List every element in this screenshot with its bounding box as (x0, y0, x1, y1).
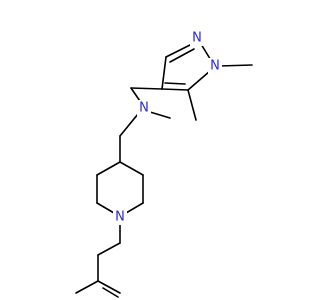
piperidine-ring (96, 135, 144, 214)
amine-group (119, 111, 171, 137)
bond-c4-ch2 (130, 87, 163, 90)
atom-n-pyrazole-aromatic: N (192, 31, 202, 46)
bond-c5-c4-inner (164, 82, 186, 85)
bond-n1-methyl (218, 64, 253, 67)
bond-n-methyl (149, 111, 171, 119)
pyrazole-ring (161, 41, 253, 121)
atom-n-piperidine: N (115, 210, 125, 225)
bond-pip-3 (125, 202, 144, 214)
bond-c5-c4 (161, 88, 189, 91)
bond-ph-1 (75, 280, 99, 294)
bond-pip-4 (96, 202, 115, 214)
chlorophenyl-ring (75, 280, 121, 298)
bond-pip-1 (119, 161, 144, 176)
molecule-structure: N N N N (75, 30, 253, 298)
bond-n1-c5 (187, 70, 211, 91)
bond-c5-methyl (187, 89, 197, 121)
bond-c3-n2-inner (169, 48, 195, 63)
bond-ethyl (97, 242, 121, 256)
atom-n-amine: N (139, 101, 149, 116)
ethyl-linker (97, 221, 121, 282)
molecule-canvas: N N N N (75, 30, 253, 298)
bond-c4-c3 (161, 56, 167, 90)
bond-n-ch2 (119, 113, 139, 137)
bond-pip-6 (96, 161, 121, 176)
atom-labels: N N N N (113, 30, 222, 225)
atom-n-pyrazole-methyl: N (210, 59, 220, 74)
bond-ph-2 (97, 280, 121, 294)
bond-ph-2-inner (102, 287, 119, 298)
